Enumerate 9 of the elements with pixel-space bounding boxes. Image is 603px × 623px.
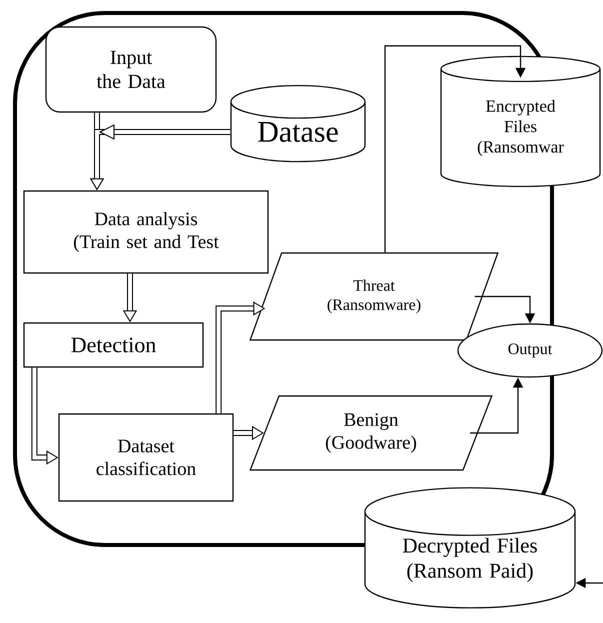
arrow bbox=[384, 45, 526, 252]
rounded-box: Input the Data bbox=[45, 26, 217, 113]
node-label: Output bbox=[508, 344, 552, 358]
database-cylinder: Encrypted Files (Ransomwar bbox=[440, 56, 601, 188]
process-box: Dataset classification bbox=[58, 413, 234, 502]
database-cylinder: Datase bbox=[230, 84, 366, 162]
process-box: Detection bbox=[23, 322, 204, 368]
process-box: Data analysis (Train set and Test bbox=[23, 190, 269, 274]
database-cylinder: Decrypted Files (Ransom Paid) bbox=[364, 487, 576, 608]
